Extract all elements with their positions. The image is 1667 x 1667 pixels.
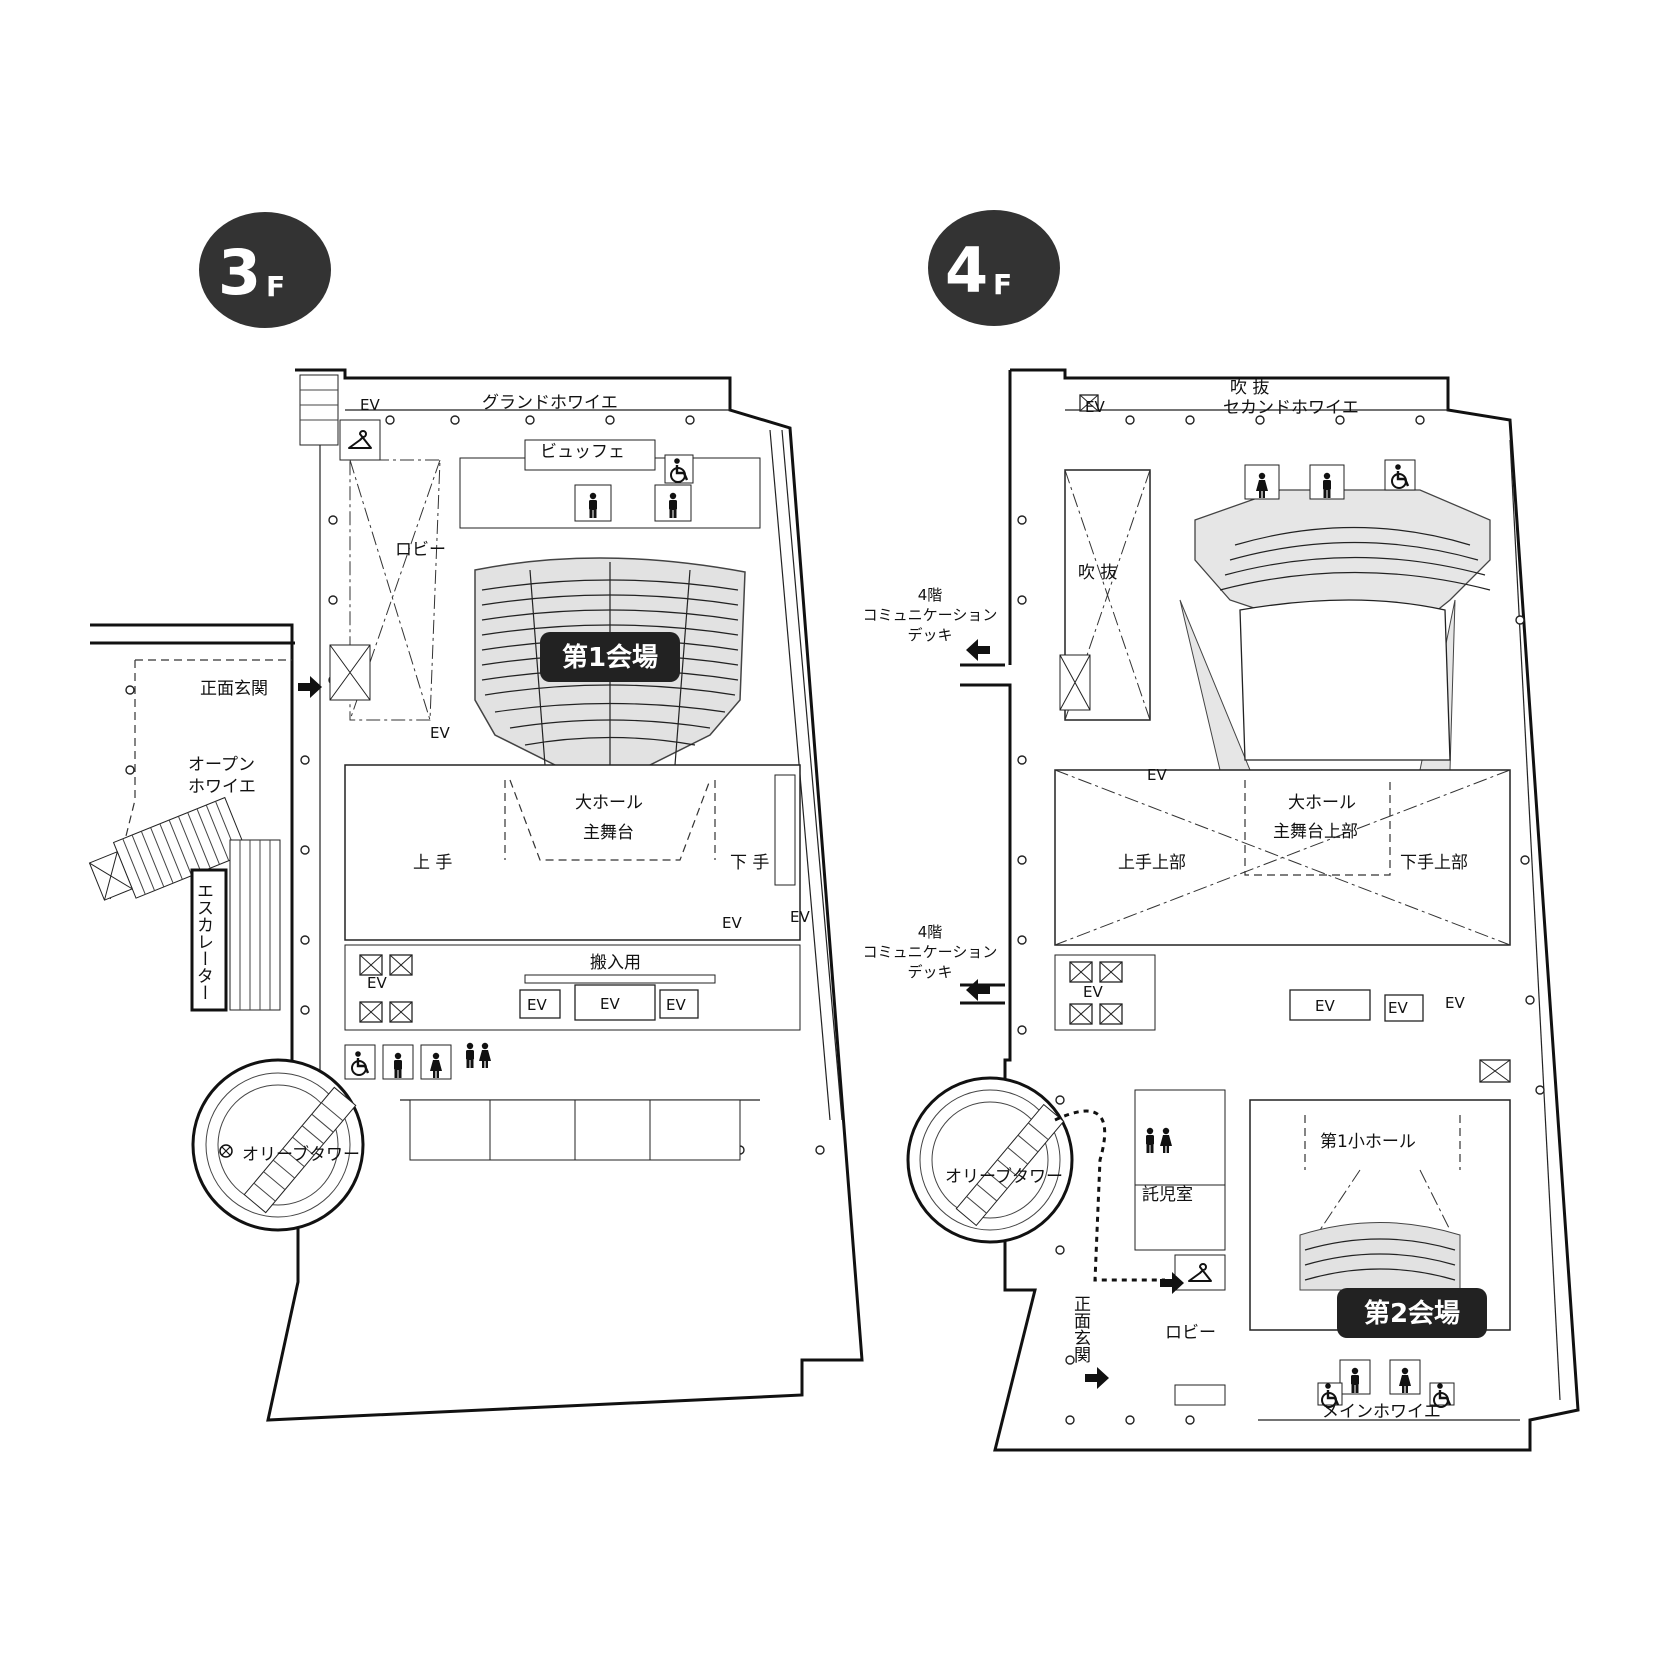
- olive-tower-label-3f: オリーブタワー: [242, 1144, 360, 1165]
- olive-tower-4f: [906, 1076, 1165, 1282]
- ev-label: EV: [666, 996, 686, 1014]
- main-foyer-label: メインホワイエ: [1322, 1402, 1441, 1422]
- stage-upper-4f: [1054, 769, 1511, 946]
- arrow-left-icon: [966, 979, 990, 1001]
- olive-tower-3f: [191, 1058, 365, 1232]
- ev-label: EV: [527, 996, 547, 1014]
- escalator-label: エスカレーター: [193, 882, 213, 1001]
- main-stage-label: 主舞台: [583, 823, 634, 843]
- deck-label-name-upper: コミュニケーション: [863, 606, 998, 624]
- main-hall-balcony-4f: [1179, 489, 1491, 771]
- buffet-label: ビュッフェ: [540, 442, 625, 462]
- ev-label: EV: [1388, 999, 1408, 1017]
- elevator-block-3f: [344, 944, 801, 1031]
- deck-label-floor-upper: 4階: [918, 586, 943, 604]
- stairwell-3f: [299, 374, 381, 701]
- arrow-left-icon: [966, 639, 990, 661]
- main-entrance-label-3f: 正面玄関: [200, 679, 268, 699]
- deck-label-lower: デッキ: [907, 963, 952, 981]
- venue-label-bg-2: [1337, 1288, 1487, 1338]
- ev-label: EV: [1085, 398, 1105, 416]
- escalator-3f: [88, 796, 281, 1012]
- stage-left-label: 上 手: [413, 853, 452, 873]
- toilets-bottom-4f: [1317, 1359, 1455, 1409]
- ev-label: EV: [600, 995, 620, 1013]
- big-hall-label-3f: 大ホール: [575, 793, 643, 813]
- deck-label-upper: デッキ: [907, 626, 952, 644]
- arrow-right-icon: [1085, 1367, 1109, 1389]
- stage-right-upper-label: 下手上部: [1400, 853, 1468, 873]
- main-entrance-label-4f: 正面玄関: [1070, 1295, 1091, 1363]
- ev-label: EV: [1147, 766, 1167, 784]
- lobby-label-3f: ロビー: [395, 540, 446, 560]
- female-toilet-icon: [479, 1042, 491, 1068]
- venue-1-label: 第1会場: [562, 642, 658, 673]
- elevator-block-4f: [1054, 394, 1511, 1083]
- floor-4f: 4 F: [863, 210, 1580, 1452]
- atrium-label: 吹 抜: [1078, 563, 1117, 583]
- venue-label-bg-1: [540, 632, 680, 682]
- floor-badge-3f: 3 F: [199, 212, 331, 328]
- ev-label: EV: [367, 974, 387, 992]
- small-hall-4f: 第2会場: [1249, 1099, 1511, 1338]
- building-outline-4f: [990, 368, 1580, 1452]
- ev-label: EV: [1445, 994, 1465, 1012]
- ev-label: EV: [360, 396, 380, 414]
- atrium-top-label: 吹 抜: [1230, 378, 1269, 398]
- stage-3f: [344, 764, 801, 941]
- ev-label: EV: [1083, 983, 1103, 1001]
- open-foyer-label-line2: ホワイエ: [188, 777, 256, 797]
- toilets-bottom-3f: [344, 1042, 741, 1161]
- badge-number: 4: [945, 234, 988, 307]
- deck-label-floor-lower: 4階: [918, 923, 943, 941]
- columns-4f: [1017, 415, 1545, 1425]
- grand-foyer-label: グランドホワイエ: [482, 393, 618, 413]
- deck-edge-4f-lower: [960, 983, 1005, 1005]
- loading-label: 搬入用: [590, 953, 641, 973]
- badge-number: 3: [218, 236, 261, 309]
- stage-right-label: 下 手: [730, 853, 769, 873]
- toilets-top-4f: [1244, 459, 1416, 500]
- badge-letter: F: [266, 270, 285, 303]
- ev-label: EV: [722, 914, 742, 932]
- arrow-right-icon: [1160, 1272, 1184, 1294]
- lobby-label-4f: ロビー: [1165, 1323, 1216, 1343]
- ev-label: EV: [790, 908, 810, 926]
- nursery-label: 託児室: [1142, 1185, 1193, 1205]
- rooms-4f: [1134, 1089, 1226, 1406]
- main-hall-seating-3f: 第1会場: [474, 557, 746, 771]
- atrium-4f: [1059, 469, 1151, 721]
- main-stage-upper-label: 主舞台上部: [1273, 822, 1358, 842]
- floor-3f: 3 F: [88, 212, 864, 1422]
- deck-label-name-lower: コミュニケーション: [863, 943, 998, 961]
- seat-rows: [481, 562, 739, 770]
- stage-left-upper-label: 上手上部: [1118, 853, 1186, 873]
- open-foyer-label-line1: オープン: [188, 755, 255, 775]
- buffet-block-3f: [459, 439, 761, 529]
- badge-letter: F: [993, 268, 1012, 301]
- small-hall-label: 第1小ホール: [1320, 1132, 1416, 1152]
- second-foyer-label: セカンドホワイエ: [1223, 398, 1359, 418]
- ev-label: EV: [430, 724, 450, 742]
- arrow-right-icon: [298, 676, 322, 698]
- big-hall-label-4f: 大ホール: [1288, 793, 1356, 813]
- olive-tower-label-4f: オリーブタワー: [945, 1166, 1063, 1187]
- ev-label: EV: [1315, 997, 1335, 1015]
- venue-2-label: 第2会場: [1364, 1298, 1460, 1329]
- male-toilet-icon: [466, 1042, 474, 1068]
- floor-badge-4f: 4 F: [928, 210, 1060, 326]
- deck-edge-4f-upper: [960, 663, 1005, 687]
